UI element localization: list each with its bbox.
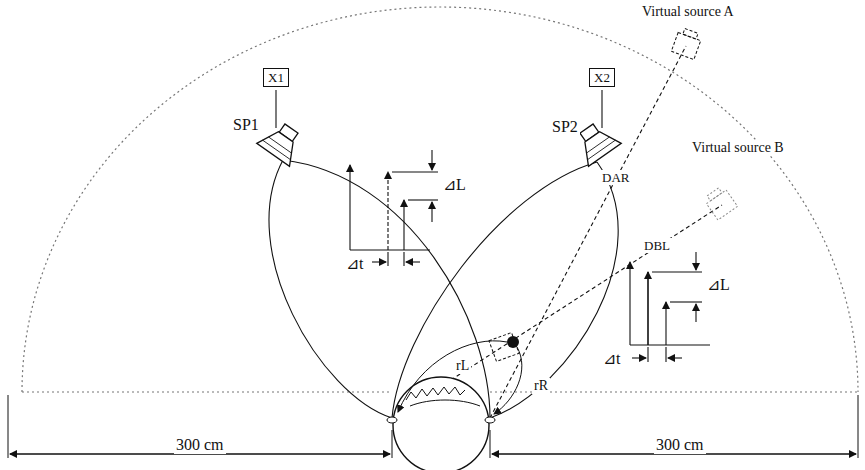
distance-label: DAR xyxy=(600,170,631,185)
source-label: Virtual source B xyxy=(690,140,786,156)
box-label: X1 xyxy=(268,70,284,85)
speaker-label: SP2 xyxy=(550,118,580,136)
listener-head xyxy=(387,377,495,470)
impulse-plot xyxy=(350,150,438,266)
impulse-plot xyxy=(630,252,710,362)
dimension-label: 300 cm xyxy=(654,436,706,454)
source-label: Virtual source A xyxy=(640,4,736,20)
source-dot xyxy=(507,336,519,348)
virtual-source-b xyxy=(703,185,738,220)
speaker-label: SP1 xyxy=(231,116,261,134)
level-difference: ⊿L xyxy=(441,176,468,194)
time-difference: ⊿t xyxy=(601,350,622,368)
distance-label: rR xyxy=(532,378,550,394)
box-label: X2 xyxy=(594,70,610,85)
dotted-arc xyxy=(22,7,858,392)
virtual-source-a xyxy=(671,27,702,60)
distance-arrows xyxy=(398,341,522,414)
input-box: X1 xyxy=(263,68,289,87)
distance-label: DBL xyxy=(642,238,672,253)
time-difference: ⊿t xyxy=(344,255,365,273)
level-difference: ⊿L xyxy=(705,276,732,294)
speaker-symbol xyxy=(257,117,308,166)
virtual-paths xyxy=(392,46,722,418)
dimension-label: 300 cm xyxy=(174,436,226,454)
input-box: X2 xyxy=(589,68,615,87)
distance-label: rL xyxy=(454,358,471,374)
